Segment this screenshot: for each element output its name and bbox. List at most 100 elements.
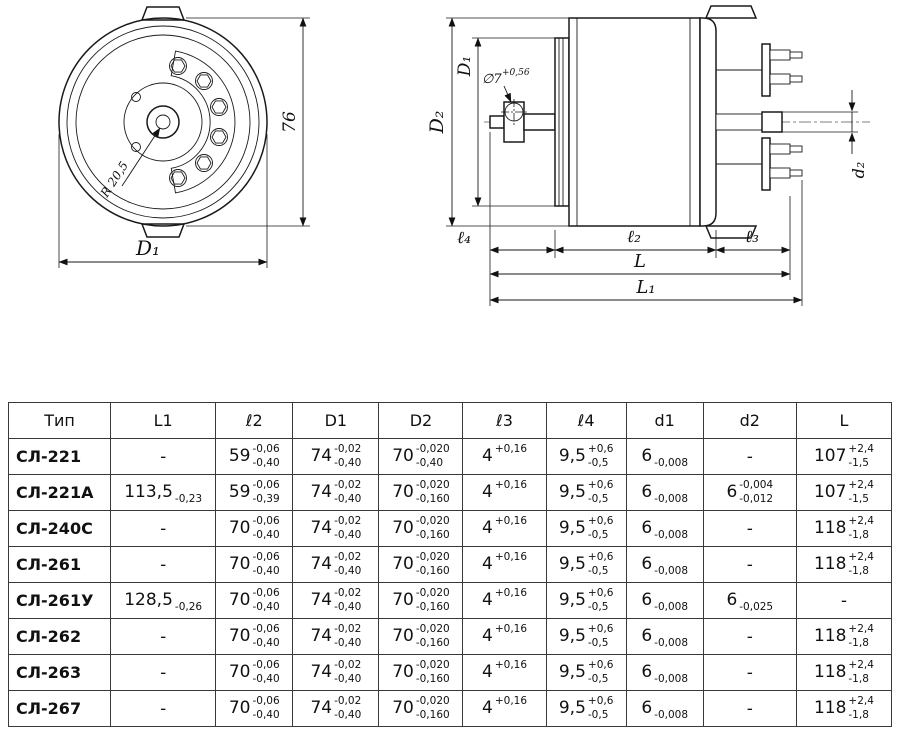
dimension-cell: 74-0,02-0,40	[292, 510, 380, 547]
column-header: Тип	[7, 402, 112, 439]
dimension-cell: 4+0,16	[462, 474, 547, 511]
dimension-cell: 74-0,02-0,40	[292, 582, 380, 619]
dimension-value: -	[746, 518, 753, 539]
column-header: d2	[702, 402, 797, 439]
column-header: D1	[292, 402, 380, 439]
tolerance: +0,16	[494, 587, 528, 600]
front-diameter-label: D₁	[135, 236, 160, 260]
motor-type: СЛ-261	[7, 546, 112, 583]
dimension-cell: 70-0,06-0,40	[215, 582, 294, 619]
dimension-cell: 74-0,02-0,40	[292, 618, 380, 655]
dimension-cell: -	[795, 582, 893, 619]
tolerance: +0,16	[494, 551, 528, 564]
dimension-cell: 74-0,02-0,40	[292, 546, 380, 583]
dimension-cell: 9,5+0,6-0,5	[545, 654, 627, 691]
mount-lug-top	[140, 6, 186, 21]
tolerance: +2,4-1,5	[848, 443, 874, 469]
side-view: ∅7 +0,56 D₂ D₁ d₂	[426, 5, 870, 306]
dimension-value: 6	[641, 626, 653, 647]
dimension-cell: 59-0,06-0,39	[215, 474, 294, 511]
shaft-collar	[503, 101, 525, 143]
dimension-cell: -	[702, 690, 797, 727]
dimension-value: 4	[482, 446, 493, 467]
dimension-value: 70	[392, 626, 414, 647]
dimension-cell: 4+0,16	[462, 510, 547, 547]
dimension-value: 70	[392, 662, 414, 683]
column-header: D2	[378, 402, 464, 439]
dimension-value: -	[160, 662, 167, 683]
dimension-cell: 9,5+0,6-0,5	[545, 510, 627, 547]
dimension-value: 70	[392, 698, 414, 719]
tolerance: -0,02-0,40	[334, 515, 362, 541]
tolerance: -0,020-0,160	[415, 515, 450, 541]
tolerance: -0,06-0,40	[252, 551, 280, 577]
tolerance: +0,16	[494, 659, 528, 672]
tolerance: -0,26	[174, 600, 203, 613]
dimension-cell: 74-0,02-0,40	[292, 438, 380, 475]
dimension-value: 59	[228, 446, 251, 467]
tolerance: -0,02-0,40	[334, 623, 362, 649]
D1-label: D₁	[455, 56, 475, 77]
dimension-value: -	[746, 698, 753, 719]
motor-type: СЛ-267	[7, 690, 112, 727]
dimension-value: -	[160, 698, 167, 719]
L-label: L	[633, 251, 646, 272]
dimension-value: 6	[726, 482, 738, 503]
tolerance: +0,6-0,5	[587, 515, 614, 541]
dimension-value: 6	[641, 590, 653, 611]
dimension-value: 70	[392, 446, 414, 467]
tolerance: -0,06-0,40	[252, 659, 280, 685]
dimension-value: 4	[482, 554, 493, 575]
dimension-value: 118	[813, 626, 847, 647]
d2-label: d₂	[849, 162, 868, 179]
shaft-bore	[146, 105, 180, 139]
tolerance: -0,008	[654, 492, 689, 505]
dimension-cell: 6 -0,008	[625, 546, 704, 583]
dimension-cell: 70-0,06-0,40	[215, 546, 294, 583]
dimension-cell: 70-0,020-0,160	[378, 654, 464, 691]
tolerance: +0,16	[494, 623, 528, 636]
tolerance: +2,4-1,5	[848, 479, 874, 505]
tolerance: +0,6-0,5	[587, 479, 614, 505]
terminal-plate-top	[761, 43, 771, 97]
technical-drawing: R 20,5 76 D₁	[58, 5, 870, 306]
tolerance: -0,06-0,40	[252, 623, 280, 649]
hole-dim-label: ∅7	[482, 72, 502, 87]
tolerance: -0,020-0,160	[415, 695, 450, 721]
bolt	[195, 154, 213, 172]
dimension-cell: -	[702, 654, 797, 691]
tolerance: -0,020-0,160	[415, 587, 450, 613]
tolerance: +0,6-0,5	[587, 623, 614, 649]
l2-label: ℓ₂	[627, 227, 641, 247]
column-header: ℓ4	[545, 402, 627, 439]
tolerance: -0,008	[654, 564, 689, 577]
dimension-value: 74	[310, 590, 333, 611]
tolerance: +2,4-1,8	[848, 515, 874, 541]
dimension-value: -	[160, 446, 167, 467]
dimension-value: 74	[310, 626, 333, 647]
dimension-value: 70	[228, 698, 251, 719]
dimension-cell: 9,5+0,6-0,5	[545, 474, 627, 511]
tolerance: +0,16	[494, 695, 528, 708]
front-endshield	[554, 37, 570, 207]
dimension-value: 59	[228, 482, 251, 503]
tolerance: +0,16	[494, 443, 528, 456]
motor-type: СЛ-262	[7, 618, 112, 655]
dimension-cell: 6 -0,008	[625, 690, 704, 727]
dimension-value: 6	[641, 482, 653, 503]
dimension-cell: 70-0,020-0,160	[378, 690, 464, 727]
brush-plate	[170, 50, 236, 194]
dimension-cell: 6 -0,008	[625, 582, 704, 619]
dimension-value: 4	[482, 626, 493, 647]
dimension-value: 9,5	[558, 446, 586, 467]
dimension-cell: 74-0,02-0,40	[292, 474, 380, 511]
bolt	[210, 98, 228, 116]
dimension-cell: 9,5+0,6-0,5	[545, 582, 627, 619]
dimension-cell: 118+2,4-1,8	[795, 546, 893, 583]
tolerance: -0,008	[654, 636, 689, 649]
shaft-stub	[489, 115, 505, 129]
dimension-value: -	[160, 554, 167, 575]
